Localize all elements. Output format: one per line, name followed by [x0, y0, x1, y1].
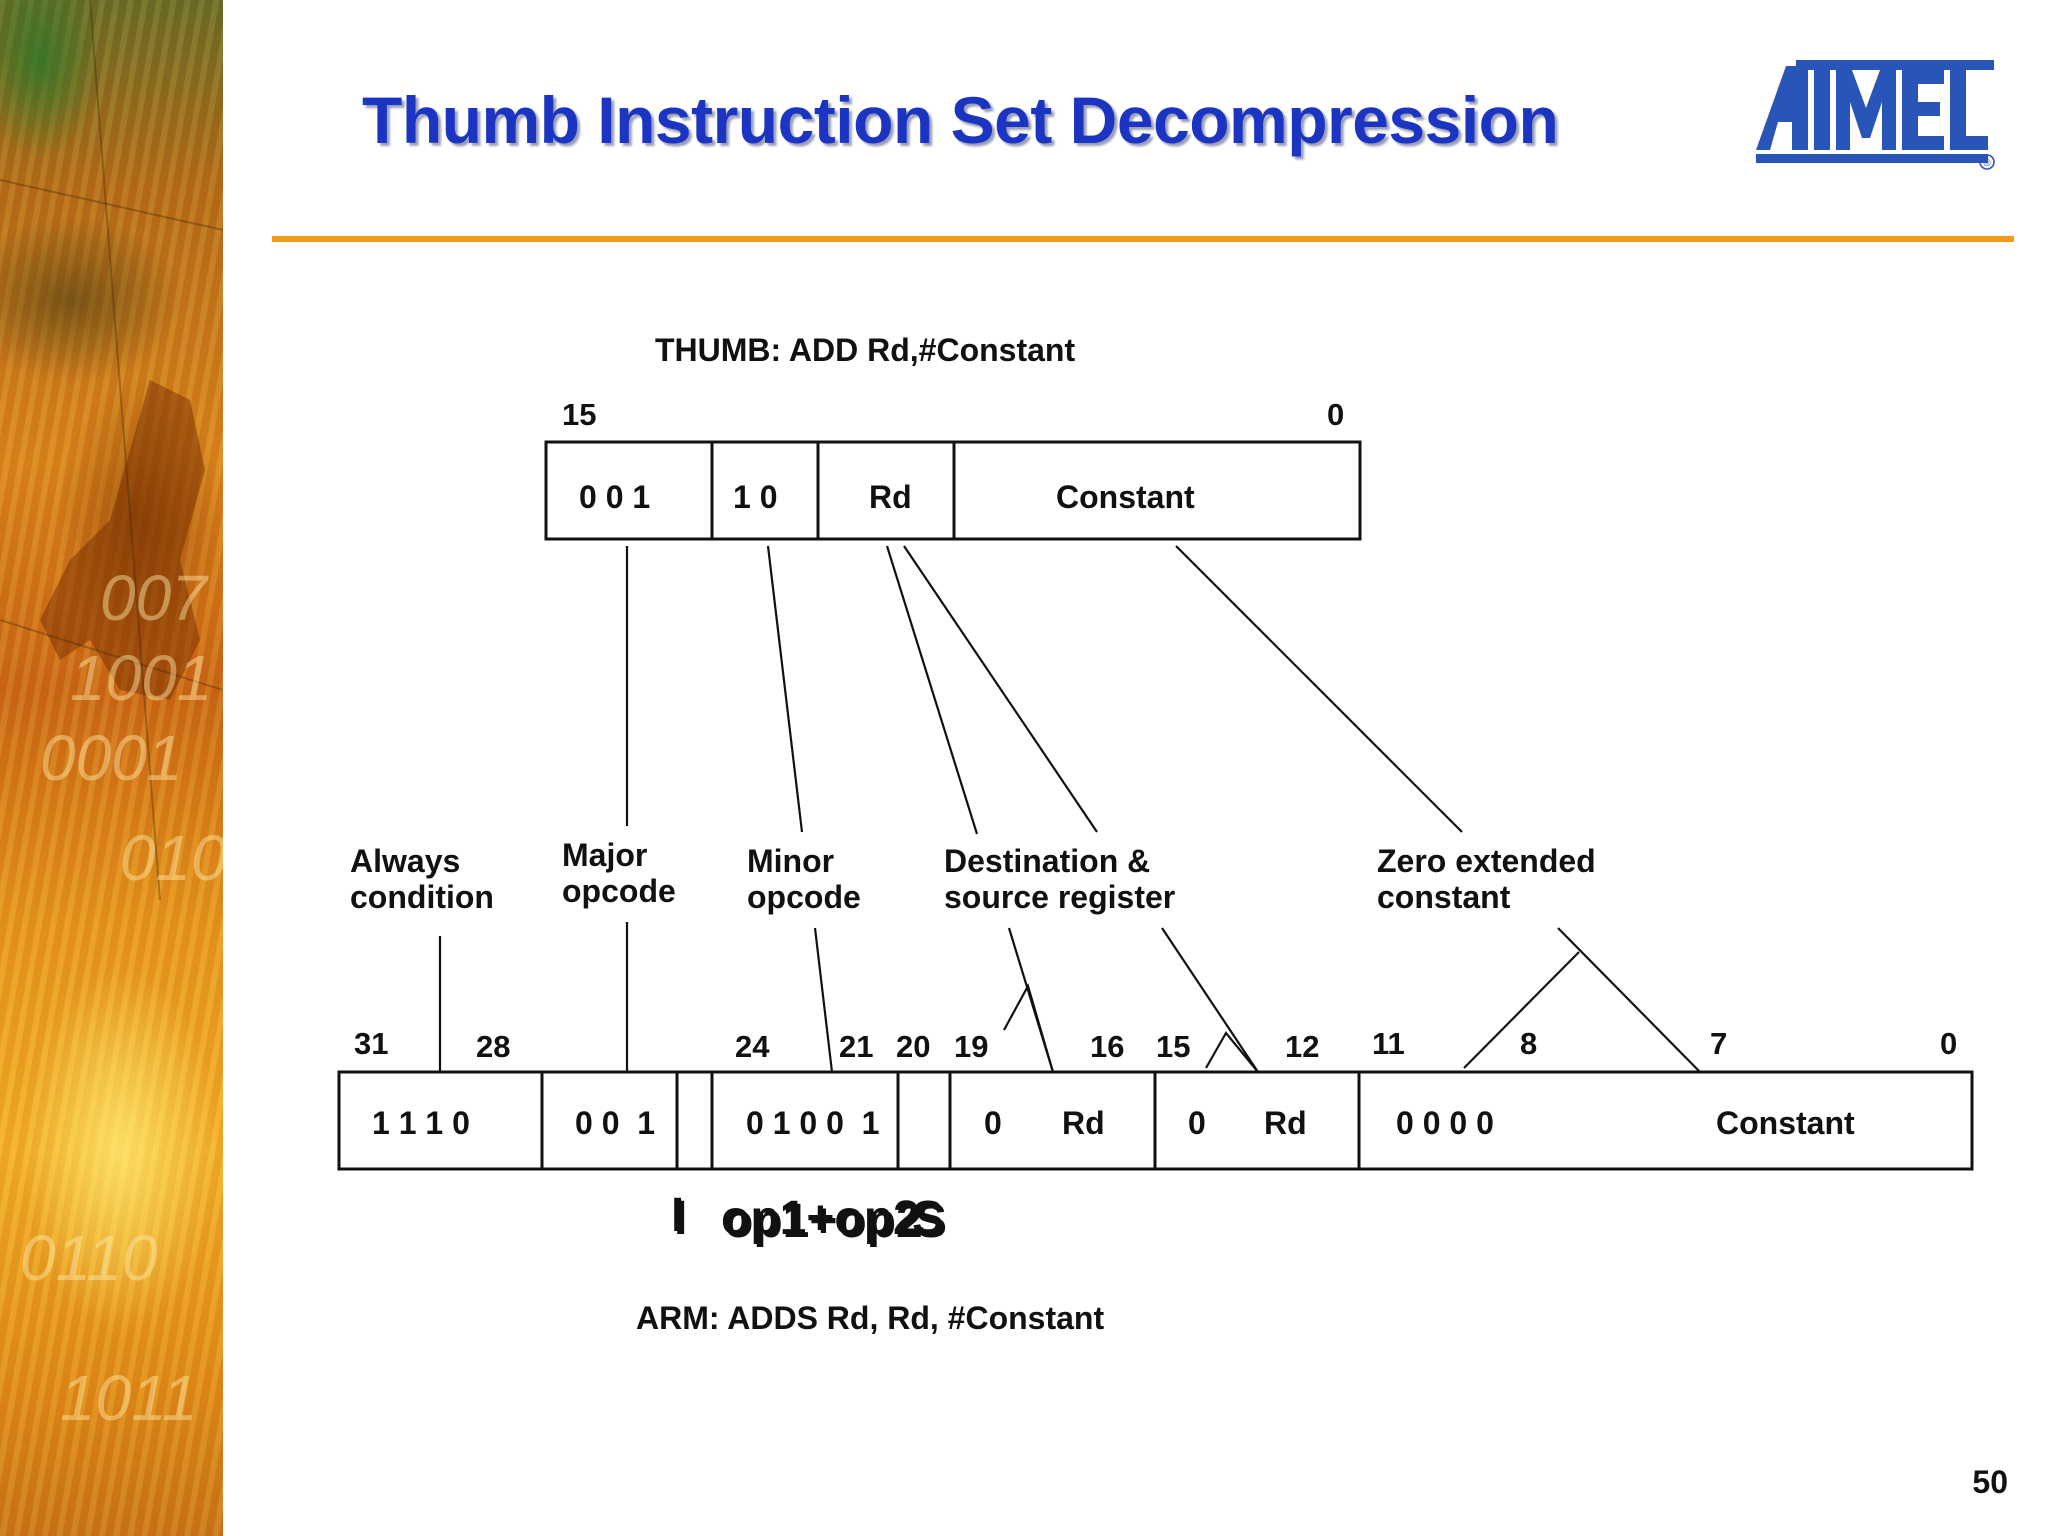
label-zero-line1: Zero extended	[1377, 843, 1596, 879]
arm-bit-8: 8	[1520, 1026, 1537, 1061]
label-always-line1: Always	[350, 843, 460, 879]
label-always-line2: condition	[350, 879, 494, 915]
thumb-bit-15: 15	[562, 397, 596, 432]
connector-lines	[438, 545, 1701, 1073]
svg-text:007: 007	[100, 562, 209, 634]
arm-bit-16: 16	[1090, 1029, 1124, 1064]
arm-field-major: 0 0 1	[575, 1105, 655, 1141]
label-dest-line1: Destination &	[944, 843, 1150, 879]
arm-bit-7: 7	[1710, 1026, 1727, 1061]
arm-bit-20: 20	[896, 1029, 930, 1064]
arm-field-rd-zero: 0	[1188, 1105, 1206, 1141]
arm-bit-21: 21	[839, 1029, 873, 1064]
arm-caption: ARM: ADDS Rd, Rd, #Constant	[636, 1300, 1104, 1336]
arm-field-cond: 1 1 1 0	[372, 1105, 470, 1141]
arm-field-rn-zero: 0	[984, 1105, 1002, 1141]
arm-bit-0: 0	[1940, 1026, 1957, 1061]
decorative-sidebar: 007 1001 0001 010 0110 1011	[0, 0, 223, 1536]
arm-field-constant: Constant	[1716, 1105, 1855, 1141]
label-op-shadow: op1+op2	[724, 1195, 923, 1248]
thumb-caption: THUMB: ADD Rd,#Constant	[655, 332, 1075, 368]
arm-bit-19: 19	[954, 1029, 988, 1064]
label-s-shadow: S	[915, 1195, 947, 1248]
orange-divider	[272, 236, 2014, 242]
arm-bit-31: 31	[354, 1026, 388, 1061]
thumb-field-constant: Constant	[1056, 479, 1195, 515]
arm-field-opcode: 0 1 0 0 1	[746, 1105, 879, 1141]
svg-text:010: 010	[120, 822, 223, 894]
arm-bit-11: 11	[1372, 1026, 1405, 1061]
under-register-labels: I I S S op1+op2 op1+op2	[671, 1189, 947, 1248]
arm-register	[337, 1070, 1974, 1171]
svg-text:0001: 0001	[40, 722, 182, 794]
label-zero-line2: constant	[1377, 879, 1511, 915]
sidebar-artwork: 007 1001 0001 010 0110 1011	[0, 0, 223, 1434]
label-s: S	[912, 1192, 944, 1245]
label-major-line1: Major	[562, 837, 647, 873]
thumb-field-minor: 1 0	[733, 479, 777, 515]
arm-field-rn: Rd	[1062, 1105, 1105, 1141]
svg-text:1011: 1011	[60, 1362, 198, 1434]
arm-field-rd: Rd	[1264, 1105, 1307, 1141]
label-i-shadow: I	[674, 1192, 687, 1245]
label-minor-line2: opcode	[747, 879, 861, 915]
arm-bit-24: 24	[735, 1029, 770, 1064]
atmel-logo: ®	[1756, 60, 1995, 170]
thumb-field-rd: Rd	[869, 479, 912, 515]
label-i: I	[671, 1189, 684, 1242]
label-dest-line2: source register	[944, 879, 1175, 915]
arm-bit-12: 12	[1285, 1029, 1319, 1064]
registered-mark: ®	[1983, 158, 1991, 169]
arm-bit-28: 28	[476, 1029, 510, 1064]
page-title: Thumb Instruction Set Decompression	[362, 83, 1559, 157]
svg-text:0110: 0110	[20, 1222, 158, 1294]
thumb-field-major: 0 0 1	[579, 479, 650, 515]
arm-bit-15: 15	[1156, 1029, 1190, 1064]
thumb-bit-0: 0	[1327, 397, 1344, 432]
label-op: op1+op2	[721, 1192, 920, 1245]
label-minor-line1: Minor	[747, 843, 834, 879]
svg-text:1001: 1001	[70, 642, 212, 714]
arm-field-rotate: 0 0 0 0	[1396, 1105, 1494, 1141]
label-major-line2: opcode	[562, 873, 676, 909]
thumb-register	[544, 440, 1362, 541]
page-number: 50	[1972, 1464, 2008, 1500]
